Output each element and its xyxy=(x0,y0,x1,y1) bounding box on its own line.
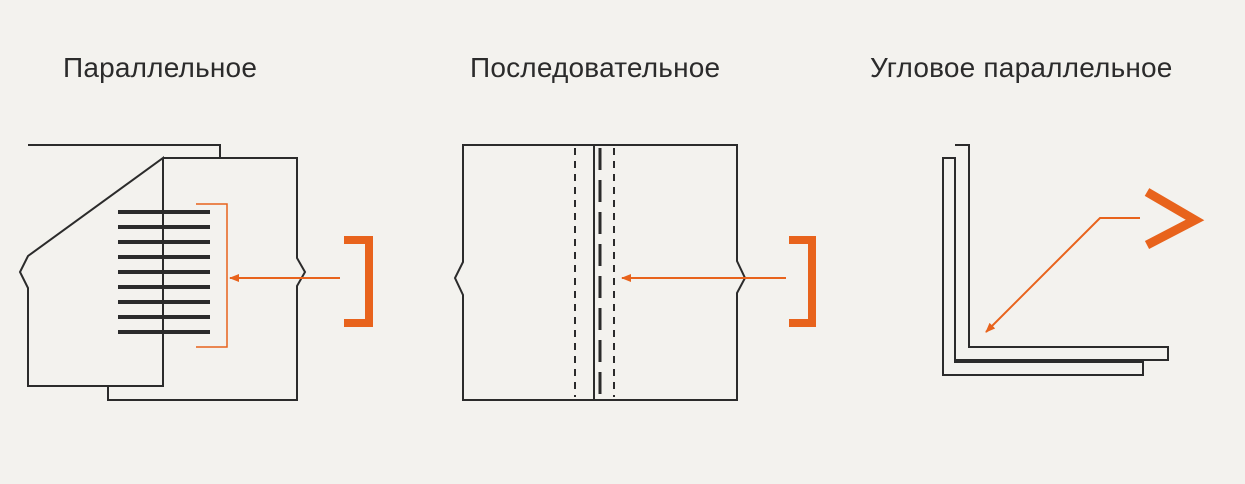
fillet-weld-symbol-icon xyxy=(1144,188,1205,249)
inner-angle-profile xyxy=(955,144,1169,361)
bracket-weld-symbol-icon xyxy=(789,236,816,327)
sequential-label: Последовательное xyxy=(470,52,721,83)
weld-extent-bracket xyxy=(196,203,228,348)
bracket-weld-symbol-icon xyxy=(344,236,373,327)
parallel-label: Параллельное xyxy=(63,52,258,83)
angular-parallel-label: Угловое параллельное xyxy=(870,52,1173,83)
weld-bead-lines xyxy=(118,210,210,334)
back-sheet xyxy=(18,144,221,387)
sequential-diagram xyxy=(453,144,816,401)
outer-angle-profile xyxy=(942,157,1144,376)
angular-diagram xyxy=(942,144,1205,376)
parallel-diagram xyxy=(18,144,373,401)
leader-arrow-icon xyxy=(985,217,1140,333)
joined-sheets xyxy=(453,144,747,401)
